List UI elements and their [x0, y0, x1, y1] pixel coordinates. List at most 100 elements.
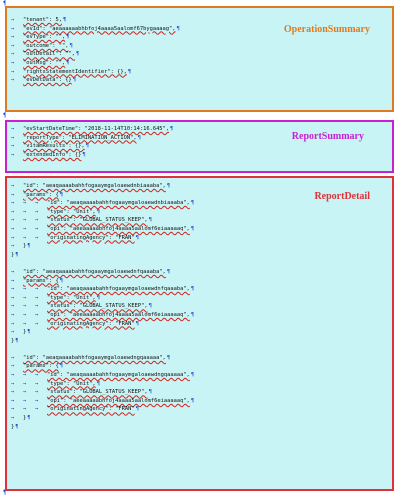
pilcrow-mark: ¶: [96, 294, 100, 301]
operation-summary-line: →"rightsStatementIdentifier": {},¶: [11, 68, 180, 77]
tab-arrow: →: [23, 208, 27, 215]
tab-arrow: →: [11, 363, 15, 370]
tab-arrow: →: [35, 234, 39, 241]
operation-summary-block: OperationSummary →"tenant": 5,¶→"evId": …: [5, 6, 394, 112]
pilcrow-mark: ¶: [27, 243, 31, 250]
code-text: "params": {: [23, 363, 59, 370]
code-text: "evDetData": {}: [23, 77, 72, 84]
pilcrow-mark: ¶: [82, 151, 86, 158]
detail-param-line: →→→"opi": "aeeaaaaabhfoj4aaaa5aalomf6eia…: [11, 225, 194, 234]
tab-arrow: →: [11, 42, 15, 49]
pilcrow-mark: ¶: [96, 380, 100, 387]
tab-arrow: →: [11, 191, 15, 198]
code-text: "outDetail": "",: [23, 51, 75, 58]
tab-arrow: →: [11, 225, 15, 232]
code-text: "rightsStatementIdentifier": {},: [23, 68, 127, 75]
tab-arrow: →: [23, 303, 27, 310]
report-summary-block: ReportSummary →"evStartDateTime": "2018-…: [5, 120, 394, 173]
tab-arrow: →: [35, 406, 39, 413]
detail-params-close-line: →}¶: [11, 242, 194, 251]
detail-id-line: → "id": "aeaqaaaabahhfogaaymgaloaewdngqaa…: [11, 354, 194, 363]
pilcrow-mark: ¶: [15, 423, 19, 430]
code-text: "id": "aeaqaaaabahhfogaaymgaloaewdnbiaaa…: [23, 183, 166, 189]
pilcrow-mark: ¶: [137, 134, 141, 141]
detail-param-line: →→→"originatingAgency": "FRAN"¶: [11, 320, 194, 329]
code-text: "evStartDateTime": "2018-11-14T10:14:16.…: [23, 126, 170, 132]
tab-arrow: →: [11, 320, 15, 327]
tab-arrow: →: [11, 406, 15, 413]
pilcrow-mark: ¶: [15, 251, 19, 258]
tab-arrow: →: [23, 389, 27, 396]
detail-param-line: →→→"id": "aeaqaaaabahhfogaaymgaloaewdnfq…: [11, 285, 194, 294]
tab-arrow: →: [11, 389, 15, 396]
tab-arrow: →: [11, 68, 15, 75]
pilcrow-mark: ¶: [190, 397, 195, 404]
code-text: "type": "Unit",: [47, 380, 96, 387]
tab-arrow: →: [35, 380, 39, 387]
detail-param-line: →→→"status": "GLOBAL_STATUS_KEEP",¶: [11, 388, 194, 397]
tab-arrow: →: [23, 234, 27, 241]
pilcrow-mark: ¶: [176, 25, 180, 32]
tab-arrow: →: [11, 51, 15, 58]
tab-arrow: →: [11, 59, 15, 66]
code-text: }: [11, 423, 15, 430]
tab-arrow: →: [35, 311, 39, 318]
tab-arrow: →: [11, 183, 15, 189]
tab-arrow: →: [11, 311, 15, 318]
pilcrow-mark: ¶: [62, 17, 67, 23]
report-summary-line: →"vitamResults": {},¶: [11, 142, 173, 151]
code-text: "evId": "aeaaaaaabhbfoj4aaaa5aalomf67byg…: [23, 25, 176, 32]
pilcrow-mark: ¶: [59, 277, 63, 284]
code-text: }: [23, 329, 27, 336]
operation-summary-line: →"tenant": 5,¶: [11, 16, 180, 25]
operation-summary-line: →"outcome": "",¶: [11, 42, 180, 51]
tab-arrow: →: [23, 294, 27, 301]
pilcrow-mark: ¶: [166, 354, 171, 361]
operation-summary-line: → "evId": "aeaaaaaabhbfoj4aaaa5aalomf67by…: [11, 25, 180, 34]
pilcrow-mark: ¶: [148, 303, 152, 310]
code-text: }: [23, 415, 27, 422]
code-text: }: [23, 243, 27, 250]
tab-arrow: →: [11, 397, 15, 404]
detail-param-line: →→→"status": "GLOBAL_STATUS_KEEP",¶: [11, 216, 194, 225]
code-text: "type": "Unit",: [47, 208, 96, 215]
report-summary-line: →"reportType": "ELIMINATION_ACTION",¶: [11, 134, 173, 143]
tab-arrow: →: [35, 217, 39, 224]
code-text: "id": "aeaqaaaabahhfogaaymgaloaewdngqaaa…: [47, 372, 190, 379]
tab-arrow: →: [11, 243, 15, 250]
operation-summary-code: →"tenant": 5,¶→"evId": "aeaaaaaabhbfoj4a…: [11, 16, 180, 85]
tab-arrow: →: [11, 126, 15, 132]
tab-arrow: →: [35, 389, 39, 396]
tab-arrow: →: [11, 354, 15, 361]
code-text: "params": {: [23, 191, 59, 198]
operation-summary-line: →"evType": "",¶: [11, 33, 180, 42]
code-text: "id": "aeaqaaaabahhfogaaymgaloaewdnfqaaa…: [23, 268, 166, 275]
report-summary-code: → "evStartDateTime": "2018-11-14T10:14:16…: [11, 125, 173, 159]
pilcrow-mark: ¶: [135, 406, 139, 413]
tab-arrow: →: [11, 25, 15, 32]
tab-arrow: →: [11, 372, 15, 379]
detail-param-line: →→→"id": "aeaqaaaabahhfogaaymgaloaewdnbi…: [11, 199, 194, 208]
pilcrow-mark: ¶: [85, 143, 89, 150]
code-text: "id": "aeaqaaaabahhfogaaymgaloaewdngqaaa…: [23, 354, 166, 361]
pilcrow-mark: ¶: [135, 234, 139, 241]
code-text: "opi": "aeeaaaaabhfoj4aaaa5aalomf6eiaaaa…: [47, 311, 190, 318]
tab-arrow: →: [11, 277, 15, 284]
tab-arrow: →: [23, 380, 27, 387]
tab-arrow: →: [35, 397, 39, 404]
tab-arrow: →: [35, 303, 39, 310]
code-text: "originatingAgency": "FRAN": [47, 320, 135, 327]
tab-arrow: →: [11, 217, 15, 224]
detail-id-line: → "id": "aeaqaaaabahhfogaaymgaloaewdnbiaa…: [11, 182, 194, 191]
pilcrow-mark: ¶: [190, 225, 195, 232]
detail-param-line: →→→"id": "aeaqaaaabahhfogaaymgaloaewdngq…: [11, 371, 194, 380]
detail-param-line: →→→"opi": "aeeaaaaabhfoj4aaaa5aalomf6eia…: [11, 311, 194, 320]
detail-param-line: →→→"opi": "aeeaaaaabhfoj4aaaa5aalomf6eia…: [11, 397, 194, 406]
blank-line: [11, 259, 194, 268]
detail-group-close-line: }¶: [11, 423, 194, 432]
report-detail-block: ReportDetail →"id": "aeaqaaaabahhfogaaym…: [5, 176, 394, 491]
detail-id-line: →"id": "aeaqaaaabahhfogaaymgaloaewdnfqaa…: [11, 268, 194, 277]
tab-arrow: →: [35, 200, 39, 207]
tab-arrow: →: [11, 415, 15, 422]
tab-arrow: →: [35, 286, 39, 293]
